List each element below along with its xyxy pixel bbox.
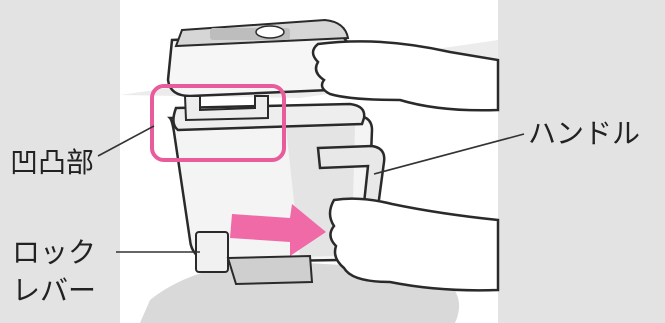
handle-label: ハンドル [528,118,640,150]
lock-lever [196,232,228,272]
tank-base [228,256,312,284]
lid-cap [256,26,284,38]
lock-lever-label: ロック レバー [12,234,96,310]
lock-lever-label-line2: レバー [12,272,96,310]
joint-label: 凹凸部 [10,147,94,179]
lock-lever-label-line1: ロック [12,234,96,272]
